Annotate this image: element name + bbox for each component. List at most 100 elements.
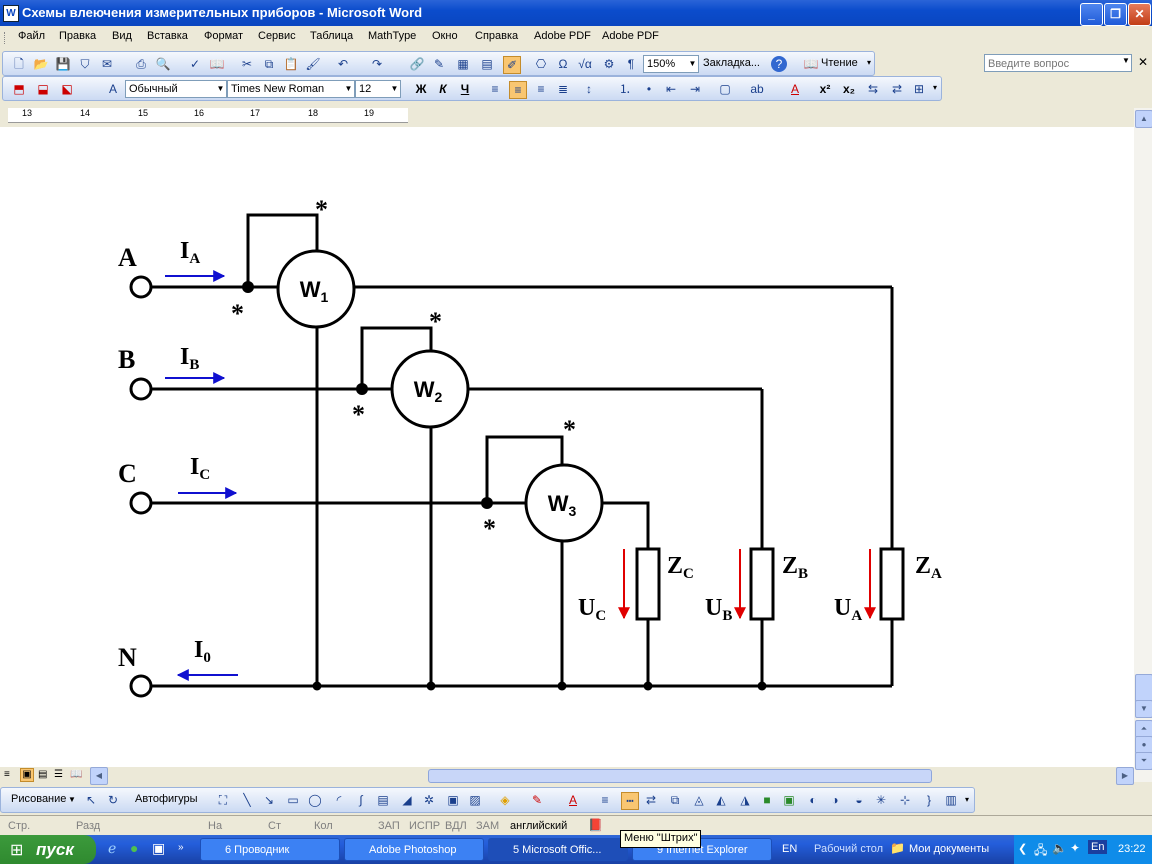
rotate-flip-icon[interactable]: ◮ [740, 793, 750, 807]
show-formatting-icon[interactable]: ¶ [627, 57, 635, 71]
oval-icon[interactable]: ◯ [308, 793, 322, 807]
lighting-icon[interactable]: ✳ [875, 793, 887, 807]
desktop-quicklaunch-icon[interactable]: ▣ [152, 840, 166, 856]
grip-handle[interactable] [4, 32, 8, 44]
curve-icon[interactable]: ◜ [336, 793, 342, 807]
group-icon[interactable]: ⧉ [670, 793, 680, 807]
line-color-icon[interactable]: ✎ [531, 793, 543, 807]
reading-mode-button[interactable]: Чтение [821, 57, 858, 69]
paste-icon[interactable]: 📋 [283, 57, 299, 71]
menu-tools[interactable]: Сервис [258, 30, 296, 42]
tray-language-indicator[interactable]: En [1088, 840, 1108, 854]
spelling-icon[interactable]: ✓ [189, 57, 201, 71]
asian-layout-icon[interactable]: ⊞ [913, 82, 925, 96]
format-painter-icon[interactable]: 🖌 [305, 57, 321, 71]
align-objects-icon[interactable]: ◬ [694, 793, 704, 807]
borders-icon[interactable]: ▢ [719, 82, 731, 96]
toolbar-options-icon[interactable]: ▾ [965, 795, 970, 804]
taskbar-my-documents[interactable]: Мои документы [909, 843, 990, 855]
menu-adobe-pdf-2[interactable]: Adobe PDF [602, 30, 659, 42]
tables-borders-icon[interactable]: ✎ [433, 57, 445, 71]
menu-edit[interactable]: Правка [59, 30, 97, 42]
chevron-down-icon[interactable]: ▼ [216, 84, 225, 93]
status-overtype[interactable]: ЗАМ [476, 820, 500, 832]
chevron-down-icon[interactable]: ▼ [344, 84, 353, 93]
italic-button[interactable]: К [439, 82, 447, 96]
ask-question-input[interactable]: Введите вопрос [984, 54, 1132, 72]
select-objects-icon[interactable]: ↖ [85, 793, 97, 807]
highlight-icon[interactable]: ab [750, 82, 764, 96]
rotate-icon[interactable]: ↻ [107, 793, 119, 807]
chevron-down-icon[interactable]: ▼ [390, 84, 399, 93]
close-button[interactable]: ✕ [1128, 3, 1151, 26]
scroll-right-icon[interactable]: ▶ [1116, 767, 1134, 785]
pdf-review-icon[interactable]: ⬕ [61, 82, 73, 96]
menu-table[interactable]: Таблица [310, 30, 354, 42]
ltr-icon[interactable]: ⇆ [867, 82, 879, 96]
font-color-icon[interactable]: A [790, 82, 799, 96]
toolbar-options-icon[interactable]: ▾ [867, 58, 872, 67]
menu-view[interactable]: Вид [112, 30, 132, 42]
menu-insert[interactable]: Вставка [147, 30, 188, 42]
increase-indent-icon[interactable]: ⇥ [689, 82, 701, 96]
subscript-icon[interactable]: x₂ [842, 82, 855, 96]
next-page-icon[interactable]: ⏷ [1135, 752, 1152, 770]
shadow-icon[interactable]: ■ [763, 793, 771, 807]
open-folder-icon[interactable]: 📂 [33, 57, 49, 71]
media-quicklaunch-icon[interactable]: ● [130, 840, 139, 856]
cut-icon[interactable]: ✂ [241, 57, 253, 71]
chevron-down-icon[interactable]: ▼ [68, 795, 76, 804]
hyperlink-icon[interactable]: 🔗 [409, 57, 425, 71]
bookmark-button[interactable]: Закладка... [703, 57, 760, 69]
3d-style-icon[interactable]: ▣ [783, 793, 795, 807]
superscript-icon[interactable]: x² [819, 82, 831, 96]
zoom-select[interactable]: 150%▼ [643, 55, 699, 73]
wordart-icon[interactable]: ◢ [402, 793, 412, 807]
textbox-icon[interactable]: ▤ [377, 793, 389, 807]
rectangle-icon[interactable]: ▭ [287, 793, 299, 807]
clipart-icon[interactable]: ▣ [447, 793, 459, 807]
equation-icon[interactable]: √α [578, 57, 592, 71]
reading-layout-icon[interactable]: 📖 [70, 769, 83, 780]
mathtype-icon[interactable]: ⚙ [603, 57, 615, 71]
chevron-down-icon[interactable]: ▼ [688, 59, 697, 68]
taskbar-desktop[interactable]: Рабочий стол [814, 843, 884, 855]
align-center-icon[interactable]: ≡ [509, 81, 527, 99]
autoshapes-button[interactable]: Автофигуры [135, 793, 198, 805]
help-icon[interactable]: ? [771, 56, 787, 72]
scroll-left-icon[interactable]: ◀ [90, 767, 108, 785]
toolbar-options-icon[interactable]: ▾ [933, 83, 938, 92]
email-icon[interactable]: ✉ [101, 57, 113, 71]
ie-quicklaunch-icon[interactable]: ℯ [108, 840, 117, 856]
task-explorer[interactable]: 6 Проводник [200, 838, 340, 861]
copy-icon[interactable]: ⧉ [264, 57, 274, 71]
style-select[interactable]: Обычный▼ [125, 80, 227, 98]
word-doc-icon[interactable]: W [3, 5, 19, 22]
horizontal-scrollbar-thumb[interactable] [428, 769, 932, 783]
print-layout-icon[interactable]: ▤ [38, 769, 48, 780]
scroll-up-icon[interactable]: ▲ [1135, 110, 1152, 128]
network-icon[interactable]: 🖧 [1034, 843, 1048, 857]
menu-file[interactable]: Файл [18, 30, 46, 42]
read-book-icon[interactable]: 📖 [803, 57, 819, 71]
undo-icon[interactable]: ↶ [337, 57, 349, 71]
start-button[interactable]: пуск [0, 835, 96, 864]
menu-window[interactable]: Окно [432, 30, 458, 42]
numbering-icon[interactable]: ⒈ [618, 82, 631, 96]
spelling-status-icon[interactable]: 📕 [588, 818, 603, 832]
right-indent-marker[interactable] [388, 112, 398, 120]
underline-button[interactable]: Ч [460, 82, 470, 96]
insert-table-icon[interactable]: ▦ [457, 57, 469, 71]
vertical-scrollbar[interactable]: ▲ ▼ ⏶ ● ⏷ [1134, 108, 1152, 782]
tray-expand-icon[interactable]: ❮ [1018, 843, 1028, 855]
chevron-down-icon[interactable]: ▼ [1122, 56, 1130, 65]
surface-icon[interactable]: ⊹ [899, 793, 911, 807]
normal-view-icon[interactable]: ≡ [4, 769, 10, 780]
omega-symbol-icon[interactable]: Ω [558, 57, 568, 71]
insert-excel-icon[interactable]: ▤ [481, 57, 493, 71]
dash-style-icon[interactable]: ┅ [621, 792, 639, 810]
minimize-button[interactable]: _ [1080, 3, 1103, 26]
justify-icon[interactable]: ≣ [557, 82, 569, 96]
rtl-icon[interactable]: ⇄ [891, 82, 903, 96]
pdf-convert-icon[interactable]: ⬒ [13, 82, 25, 96]
